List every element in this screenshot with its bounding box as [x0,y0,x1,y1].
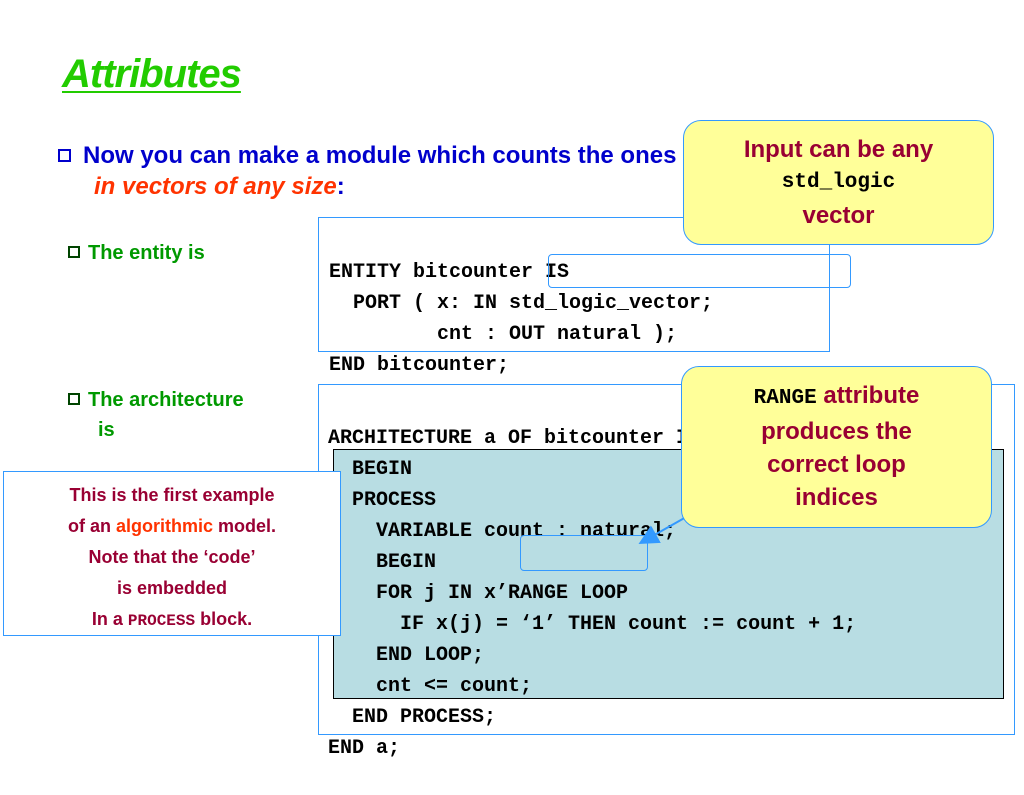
architecture-bullet: The architecture is [68,385,244,445]
callout-input-vector: Input can be any std_logic vector [683,120,994,245]
callout-range-mono: RANGE [753,387,817,410]
code-line: END LOOP; [328,644,485,667]
code-line: cnt : OUT natural ); [329,323,678,346]
checkbox-bullet-icon [58,149,71,162]
code-line: PORT ( x: IN std_logic_vector; [329,292,714,315]
callout-range-line3: correct loop [767,451,906,478]
callout-range-line2: produces the [761,418,912,445]
architecture-label: The architecture [88,389,244,411]
note-line2-post: model. [213,516,277,536]
code-line: BEGIN [328,551,437,574]
range-highlight [520,535,648,571]
main-bullet: Now you can make a module which counts t… [58,140,718,202]
code-line: IF x(j) = ‘1’ THEN count := count + 1; [328,613,857,636]
note-line4: is embedded [116,578,228,598]
code-line: END bitcounter; [329,354,510,377]
code-line: FOR j IN x’RANGE LOOP [328,582,629,605]
note-line5-mono: PROCESS [127,612,196,630]
note-line2-highlight: algorithmic [115,516,213,536]
algorithmic-model-note: This is the first example of an algorith… [3,471,341,636]
slide-title: Attributes [62,52,242,96]
code-line: BEGIN [328,458,413,481]
code-line: PROCESS [328,489,437,512]
note-line5-pre: In a [91,609,128,629]
note-line5-post: block. [195,609,253,629]
note-line3: Note that the ‘code’ [88,547,256,567]
entity-bullet: The entity is [68,238,205,268]
std-logic-vector-highlight [548,254,851,288]
entity-label: The entity is [88,242,205,264]
callout-range-line1: attribute [816,382,920,409]
code-line: END a; [328,737,401,760]
main-bullet-emphasis: in vectors of any size [94,173,337,200]
architecture-label-cont: is [98,419,115,441]
note-line1: This is the first example [69,485,275,505]
main-bullet-colon: : [336,173,345,200]
callout-range-line4: indices [795,484,878,511]
code-line: END PROCESS; [328,706,497,729]
main-bullet-line1: Now you can make a module which counts t… [83,142,677,169]
checkbox-bullet-icon [68,393,80,405]
code-line: cnt <= count; [328,675,533,698]
checkbox-bullet-icon [68,246,80,258]
code-line: ENTITY bitcounter IS [329,261,570,284]
note-line2-pre: of an [67,516,116,536]
callout-range-attribute: RANGE attribute produces the correct loo… [681,366,992,528]
architecture-code: ARCHITECTURE a OF bitcounter IS BEGIN PR… [318,384,1015,760]
callout-input-line1: Input can be any [743,136,934,163]
callout-input-line3: vector [802,202,875,229]
callout-input-mono: std_logic [781,171,896,194]
